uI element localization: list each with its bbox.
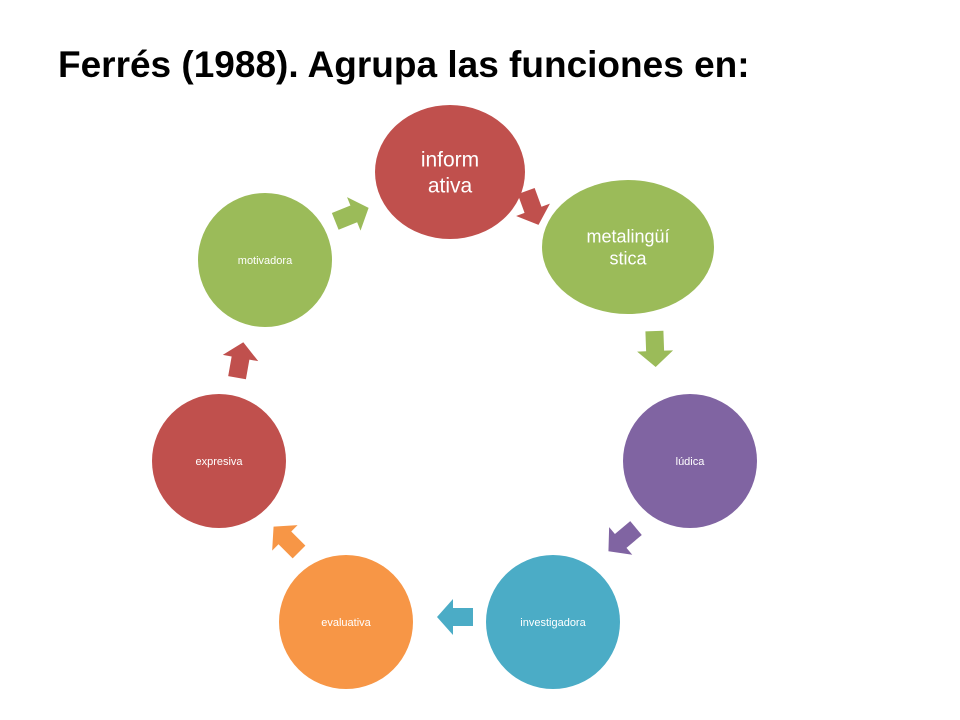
cycle-node-label: evaluativa bbox=[321, 617, 371, 629]
cycle-node-label: expresiva bbox=[195, 456, 243, 468]
cycle-arrow-3 bbox=[608, 521, 642, 555]
cycle-node-label: stica bbox=[609, 248, 647, 268]
cycle-node-circle bbox=[198, 193, 332, 327]
cycle-node-label: inform bbox=[421, 148, 479, 171]
cycle-arrow-5 bbox=[272, 525, 306, 559]
cycle-node-circle bbox=[542, 180, 714, 314]
cycle-node-3: lúdica bbox=[623, 394, 757, 528]
cycle-node-circle bbox=[279, 555, 413, 689]
cycle-node-label: investigadora bbox=[520, 617, 586, 629]
cycle-node-1: inform ativa bbox=[375, 105, 525, 239]
cycle-arrow-4 bbox=[437, 599, 473, 635]
cycle-node-circle bbox=[486, 555, 620, 689]
cycle-node-4: investigadora bbox=[486, 555, 620, 689]
cycle-node-circle bbox=[152, 394, 286, 528]
cycle-arrow-1 bbox=[516, 187, 550, 225]
cycle-node-circle bbox=[623, 394, 757, 528]
cycle-node-circle bbox=[375, 105, 525, 239]
slide-title: Ferrés (1988). Agrupa las funciones en: bbox=[58, 44, 750, 85]
cycle-node-label: lúdica bbox=[676, 456, 706, 468]
cycle-arrow-2 bbox=[637, 330, 674, 367]
cycle-node-label: metalingüí bbox=[586, 226, 669, 246]
cycle-node-7: motivadora bbox=[198, 193, 332, 327]
cycle-arrow-7 bbox=[331, 197, 369, 231]
cycle-arrow-6 bbox=[222, 342, 259, 380]
cycle-node-label: ativa bbox=[428, 174, 473, 197]
cycle-node-5: evaluativa bbox=[279, 555, 413, 689]
cycle-node-6: expresiva bbox=[152, 394, 286, 528]
cycle-node-label: motivadora bbox=[238, 255, 293, 267]
